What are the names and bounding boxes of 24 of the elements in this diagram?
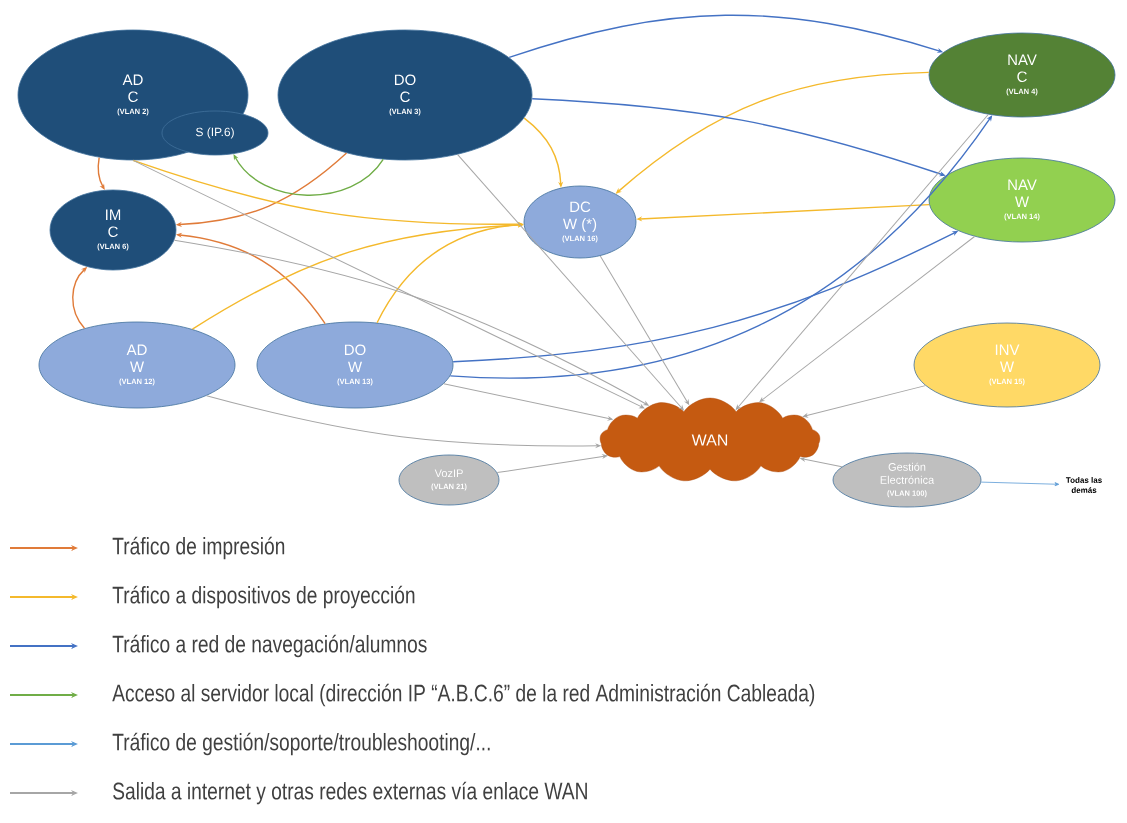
arrow (173, 239, 649, 406)
arrow (443, 383, 613, 421)
arrow (803, 385, 926, 418)
arrow (599, 255, 690, 405)
arrow (206, 395, 601, 448)
note-text: Todas las demás (1065, 477, 1102, 493)
arrow (97, 156, 105, 190)
arrow (132, 159, 645, 409)
ellipse-node: S (IP.6) (161, 110, 269, 156)
legend-text: Tráfico de gestión/soporte/troubleshooting/... (112, 732, 490, 756)
arrow (449, 115, 993, 379)
arrow (233, 154, 384, 196)
arrow (800, 457, 843, 468)
arrow (980, 481, 1060, 487)
arrow (735, 114, 989, 410)
legend-text: Acceso al servidor local (dirección IP “A.B.C.6” de la red Administración Cableada) (112, 683, 815, 707)
legend-text: Salida a internet y otras redes externas vía enlace WAN (113, 781, 587, 805)
arrow (759, 236, 976, 403)
legend-text: Tráfico a red de navegación/alumnos (112, 634, 427, 658)
legend-text: Tráfico a dispositivos de proyección (112, 585, 415, 609)
arrow (496, 454, 608, 474)
legend-text: Tráfico de impresión (112, 536, 285, 560)
arrow (457, 154, 684, 411)
cloud-node: WAN (599, 397, 821, 481)
